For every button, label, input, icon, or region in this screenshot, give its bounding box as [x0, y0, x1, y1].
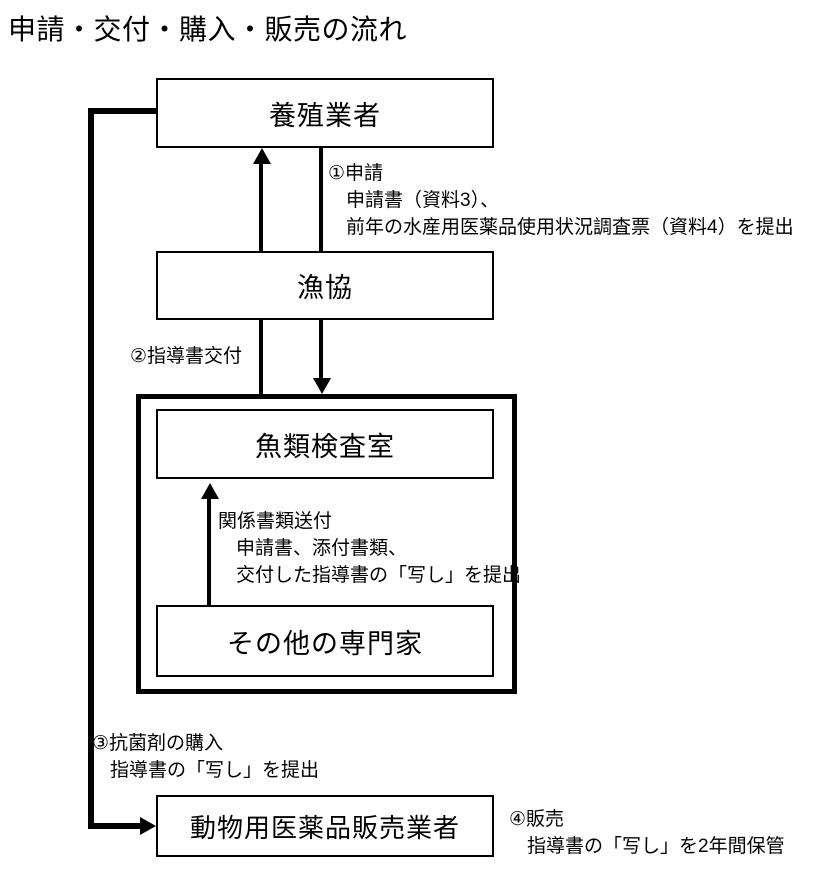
- inspection-group-frame: [136, 394, 517, 694]
- node-aquaculture-operator[interactable]: 養殖業者: [156, 78, 494, 148]
- connector-purchase-top-segment: [88, 108, 160, 114]
- connector-purchase-bottom-segment: [88, 823, 150, 829]
- node-fisheries-cooperative-label: 漁協: [297, 273, 353, 303]
- connector-purchase-arrowhead: [140, 817, 156, 835]
- annotation-application: ①申請 申請書（資料3）、 前年の水産用医薬品使用状況調査票（資料4）を提出: [328, 160, 794, 241]
- annotation-sale: ④販売 指導書の「写し」を2年間保管: [509, 806, 785, 860]
- connector-purchase-vertical-segment: [88, 108, 94, 829]
- node-other-specialists[interactable]: その他の専門家: [156, 605, 494, 677]
- node-fish-inspection-room[interactable]: 魚類検査室: [156, 409, 494, 479]
- annotation-related-documents-line3: 交付した指導書の「写し」を提出: [236, 565, 522, 586]
- connector-experts-to-fishlab-line: [207, 498, 211, 606]
- annotation-application-line1: ①申請: [328, 163, 384, 184]
- page-title: 申請・交付・購入・販売の流れ: [8, 14, 408, 45]
- node-veterinary-drug-dealer[interactable]: 動物用医薬品販売業者: [156, 795, 494, 857]
- node-fisheries-cooperative[interactable]: 漁協: [156, 251, 494, 320]
- annotation-purchase-line2: 指導書の「写し」を提出: [110, 760, 320, 781]
- annotation-related-documents-line1: 関係書類送付: [218, 511, 333, 532]
- annotation-purchase-line1: ③抗菌剤の購入: [92, 733, 224, 754]
- annotation-sale-line1: ④販売: [509, 809, 565, 830]
- node-other-specialists-label: その他の専門家: [227, 628, 423, 659]
- connector-farmer-to-coop-line: [319, 148, 323, 252]
- annotation-sale-line2: 指導書の「写し」を2年間保管: [527, 836, 785, 857]
- connector-coop-to-fishlab-arrowhead: [313, 378, 331, 394]
- annotation-guidance-issue: ②指導書交付: [130, 343, 242, 370]
- node-aquaculture-operator-label: 養殖業者: [269, 100, 381, 131]
- annotation-guidance-issue-line1: ②指導書交付: [130, 346, 243, 367]
- connector-guidance-arrowhead: [253, 148, 271, 164]
- node-fish-inspection-room-label: 魚類検査室: [255, 431, 395, 462]
- connector-experts-to-fishlab-arrowhead: [201, 483, 219, 499]
- annotation-application-line3: 前年の水産用医薬品使用状況調査票（資料4）を提出: [346, 217, 794, 238]
- node-veterinary-drug-dealer-label: 動物用医薬品販売業者: [189, 812, 460, 843]
- connector-coop-to-fishlab-line: [319, 320, 323, 378]
- annotation-purchase: ③抗菌剤の購入 指導書の「写し」を提出: [92, 730, 319, 784]
- annotation-related-documents: 関係書類送付 申請書、添付書類、 交付した指導書の「写し」を提出: [218, 508, 521, 589]
- annotation-application-line2: 申請書（資料3）、: [346, 190, 500, 211]
- annotation-related-documents-line2: 申請書、添付書類、: [236, 538, 408, 559]
